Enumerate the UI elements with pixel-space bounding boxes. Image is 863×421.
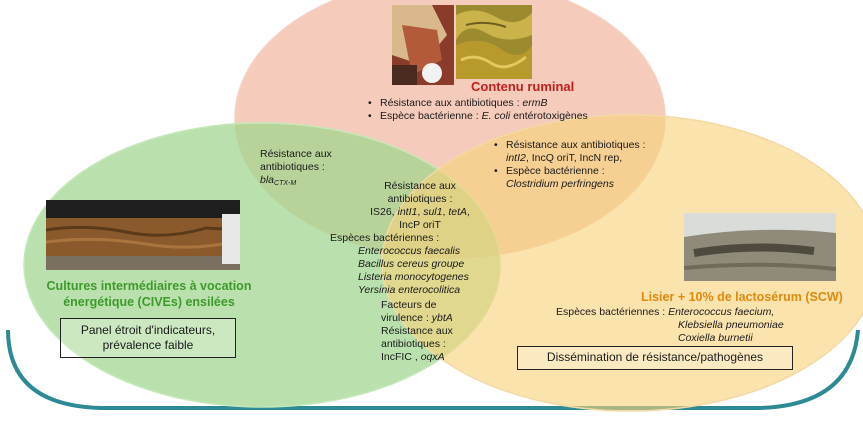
rumen-content-photo xyxy=(456,5,532,79)
circle-lisier xyxy=(381,114,863,412)
center-species: Espèces bactériennes : Enterococcus faec… xyxy=(330,232,469,296)
center-text: Résistance aux antibiotiques : IS26, int… xyxy=(370,180,470,231)
ruminal-text: Résistance aux antibiotiques : ermB Espè… xyxy=(368,97,588,123)
civ-box: Panel étroit d'indicateurs, prévalence f… xyxy=(60,318,236,358)
silage-photo xyxy=(46,200,240,270)
lisier-title: Lisier + 10% de lactosérum (SCW) xyxy=(641,290,843,304)
civ-lisier-text: Facteurs de virulence : ybtA Résistance … xyxy=(381,299,453,363)
carcass-photo xyxy=(392,5,454,85)
ruminal-title: Contenu ruminal xyxy=(471,79,575,94)
slurry-photo xyxy=(684,213,836,281)
civ-title: Cultures intermédiaires à vocation énerg… xyxy=(46,279,252,309)
lisier-box: Dissémination de résistance/pathogènes xyxy=(517,346,793,370)
lisier-species: Espèces bactériennes : Enterococcus faec… xyxy=(556,306,784,344)
ruminal-lisier-text: Résistance aux antibiotiques : intI2, In… xyxy=(494,139,646,191)
ruminal-civ-text: Résistance aux antibiotiques : blaCTX-M xyxy=(260,148,332,187)
